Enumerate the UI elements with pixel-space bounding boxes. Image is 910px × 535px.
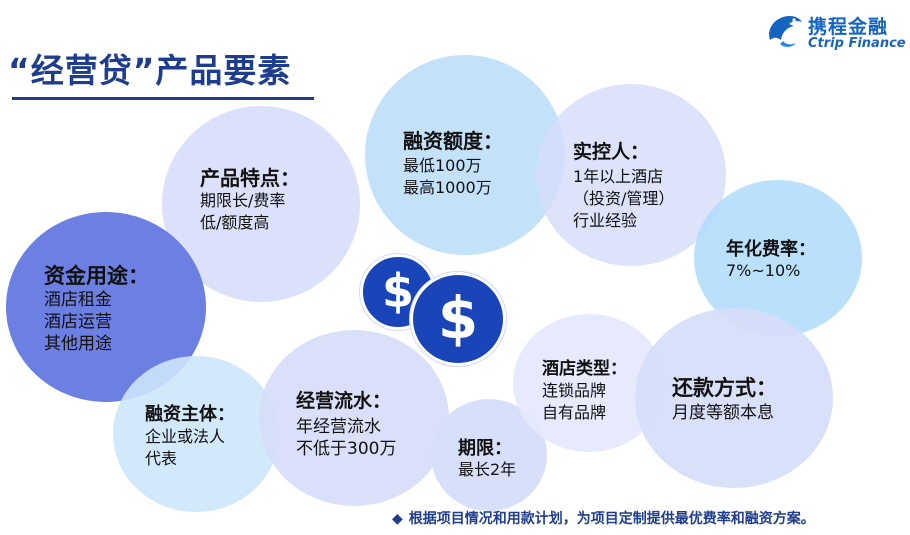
bubble-cash-flow: 经营流水： 年经营流水 不低于300万 — [259, 330, 449, 506]
dollar-coin-icon: $ — [410, 272, 506, 366]
controller-title: 实控人： — [573, 141, 650, 163]
controller-lines: 1年以上酒店 （投资/管理） 行业经验 — [573, 166, 674, 232]
bubble-amount: 融资额度： 最低100万 最高1000万 — [365, 55, 565, 255]
term-lines: 最长2年 — [458, 459, 516, 481]
dollar-symbol: $ — [437, 284, 479, 352]
cash-flow-title: 经营流水： — [296, 390, 392, 412]
controller-line: （投资/管理） — [573, 189, 675, 208]
term-line: 最长2年 — [458, 460, 517, 479]
cash-flow-lines: 年经营流水 不低于300万 — [296, 416, 396, 460]
financing-entity-title: 融资主体： — [145, 404, 235, 425]
hotel-type-line: 连锁品牌 — [542, 381, 607, 400]
fund-usage-title: 资金用途： — [44, 264, 149, 288]
title-underline — [12, 97, 314, 100]
repayment-line: 月度等额本息 — [672, 403, 774, 423]
company-logo: 携程金融 Ctrip Finance — [764, 10, 910, 54]
product-features-lines: 期限长/费率 低/额度高 — [200, 190, 285, 234]
product-features-line: 期限长/费率 — [200, 191, 286, 210]
financing-entity-lines: 企业或法人 代表 — [145, 426, 225, 470]
amount-line: 最高1000万 — [403, 178, 492, 197]
logo-english-name: Ctrip Finance — [808, 36, 906, 51]
amount-title: 融资额度： — [403, 129, 503, 153]
dollar-symbol: $ — [381, 264, 414, 318]
cash-flow-line: 不低于300万 — [296, 439, 397, 459]
financing-entity-line: 代表 — [145, 449, 178, 468]
bubble-annual-rate: 年化费率： 7%~10% — [694, 180, 862, 336]
amount-line: 最低100万 — [403, 156, 482, 175]
diamond-bullet-icon: ◆ — [392, 511, 403, 527]
product-features-line: 低/额度高 — [200, 213, 270, 232]
annual-rate-line: 7%~10% — [726, 261, 801, 280]
fund-usage-line: 酒店运营 — [44, 312, 112, 332]
footnote: ◆ 根据项目情况和用款计划，为项目定制提供最优费率和融资方案。 — [392, 508, 815, 528]
amount-lines: 最低100万 最高1000万 — [403, 155, 492, 199]
controller-line: 1年以上酒店 — [573, 167, 664, 186]
repayment-lines: 月度等额本息 — [672, 402, 774, 424]
hotel-type-line: 自有品牌 — [542, 403, 607, 422]
bubble-repayment: 还款方式： 月度等额本息 — [635, 308, 833, 488]
hotel-type-lines: 连锁品牌 自有品牌 — [542, 380, 606, 424]
financing-entity-line: 企业或法人 — [145, 427, 226, 446]
bubble-financing-entity: 融资主体： 企业或法人 代表 — [113, 356, 279, 512]
fund-usage-line: 酒店租金 — [44, 290, 112, 310]
annual-rate-title: 年化费率： — [726, 239, 816, 260]
annual-rate-lines: 7%~10% — [726, 260, 800, 282]
cash-flow-line: 年经营流水 — [296, 417, 381, 437]
term-title: 期限： — [458, 438, 512, 459]
hotel-type-title: 酒店类型： — [542, 359, 627, 379]
footnote-text: 根据项目情况和用款计划，为项目定制提供最优费率和融资方案。 — [408, 511, 815, 527]
product-features-title: 产品特点： — [200, 166, 300, 190]
page-title: “经营贷”产品要素 — [8, 51, 292, 90]
fund-usage-line: 其他用途 — [44, 334, 112, 354]
bubble-term: 期限： 最长2年 — [431, 399, 547, 511]
repayment-title: 还款方式： — [672, 376, 777, 400]
bubble-controller: 实控人： 1年以上酒店 （投资/管理） 行业经验 — [536, 84, 726, 266]
dolphin-logo-icon — [769, 16, 802, 47]
logo-chinese-name: 携程金融 — [808, 16, 889, 38]
controller-line: 行业经验 — [573, 211, 638, 230]
fund-usage-lines: 酒店租金 酒店运营 其他用途 — [44, 289, 112, 355]
